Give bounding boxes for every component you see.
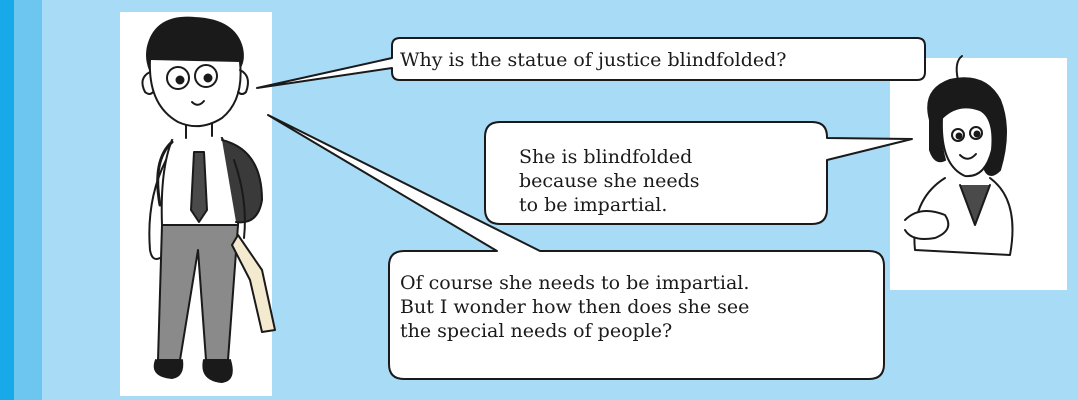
bubble-reply-text: Of course she needs to be impartial. But… <box>400 271 749 343</box>
boy-illustration <box>141 16 276 383</box>
answer-line: because she needs <box>519 170 700 192</box>
speech-bubble-question <box>256 37 926 89</box>
reply-line: the special needs of people? <box>400 320 673 342</box>
reply-line: But I wonder how then does she see <box>400 296 750 318</box>
speech-bubble-answer <box>484 121 913 225</box>
answer-line: She is blindfolded <box>519 146 693 168</box>
answer-line: to be impartial. <box>519 194 668 216</box>
bubble-question-text: Why is the statue of justice blindfolded… <box>400 49 787 71</box>
reply-line: Of course she needs to be impartial. <box>400 272 750 294</box>
bubble-answer-text: She is blindfolded because she needs to … <box>519 145 719 217</box>
girl-illustration <box>904 55 1014 256</box>
edge-strip-light <box>14 0 42 400</box>
speech-bubble-reply <box>267 114 885 380</box>
edge-strip <box>0 0 14 400</box>
